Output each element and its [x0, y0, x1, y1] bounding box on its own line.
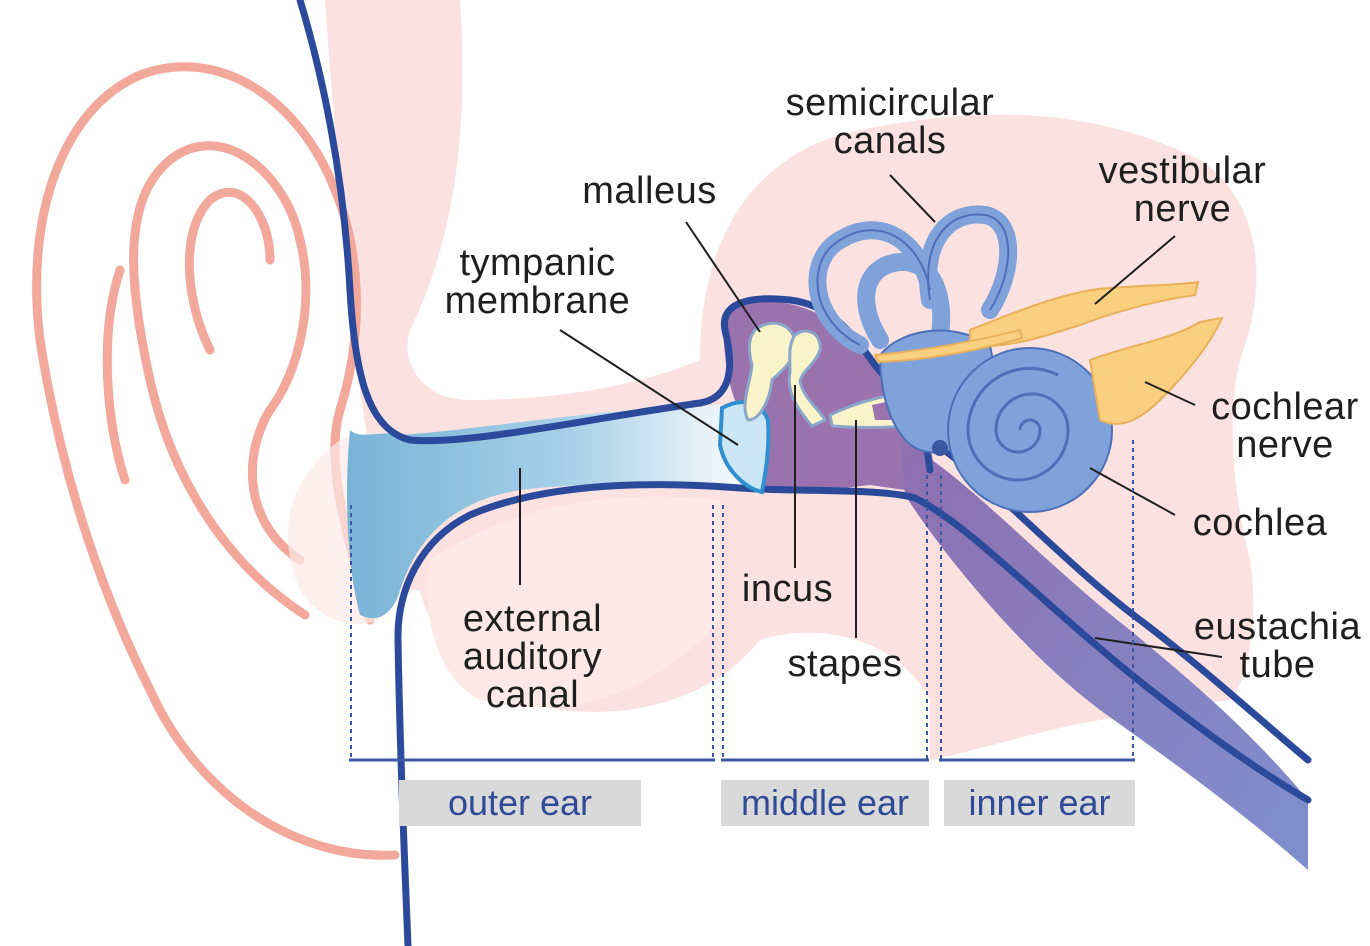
leader-lines	[519, 174, 1223, 658]
label-line: canal	[485, 674, 580, 716]
label-line: membrane	[444, 280, 631, 322]
section-label-inner-ear: inner ear	[944, 780, 1135, 826]
label-line: tympanic	[459, 242, 616, 284]
label-external-auditory-canal: external auditory canal	[440, 600, 625, 714]
label-semicircular-canals: semicircular canals	[770, 84, 1010, 160]
label-line: external	[462, 598, 603, 640]
label-stapes: stapes	[775, 645, 915, 683]
label-malleus: malleus	[572, 172, 727, 210]
label-cochlea: cochlea	[1180, 504, 1340, 542]
incus-bone	[787, 329, 828, 428]
label-incus: incus	[730, 570, 845, 608]
vestibular-nerve-shape	[969, 280, 1200, 348]
lower-tissue	[427, 496, 720, 708]
label-cochlear-nerve: cochlear nerve	[1200, 388, 1370, 464]
label-line: malleus	[582, 170, 717, 212]
label-line: auditory	[462, 636, 603, 678]
external-auditory-canal-fill	[347, 405, 760, 619]
label-line: cochlea	[1192, 502, 1328, 544]
label-line: canals	[833, 120, 947, 162]
cochlear-nerve-shape	[1088, 316, 1224, 425]
section-label-middle-ear: middle ear	[721, 780, 929, 826]
label-line: nerve	[1133, 188, 1232, 230]
pinna	[32, 62, 400, 860]
label-line: nerve	[1236, 424, 1334, 466]
label-line: incus	[741, 568, 834, 610]
label-line: stapes	[787, 643, 903, 685]
label-line: vestibular	[1098, 150, 1267, 192]
label-tympanic-membrane: tympanic membrane	[430, 244, 645, 320]
label-line: eustachia	[1193, 606, 1362, 648]
label-line: cochlear	[1211, 386, 1359, 428]
nerves	[873, 280, 1224, 425]
label-line: semicircular	[785, 82, 995, 124]
cochlea-shape	[932, 347, 1113, 513]
section-brackets	[349, 440, 1135, 762]
label-vestibular-nerve: vestibular nerve	[1085, 152, 1280, 228]
label-line: tube	[1239, 644, 1316, 686]
label-eustachia-tube: eustachia tube	[1185, 608, 1370, 684]
section-label-outer-ear: outer ear	[399, 780, 641, 826]
